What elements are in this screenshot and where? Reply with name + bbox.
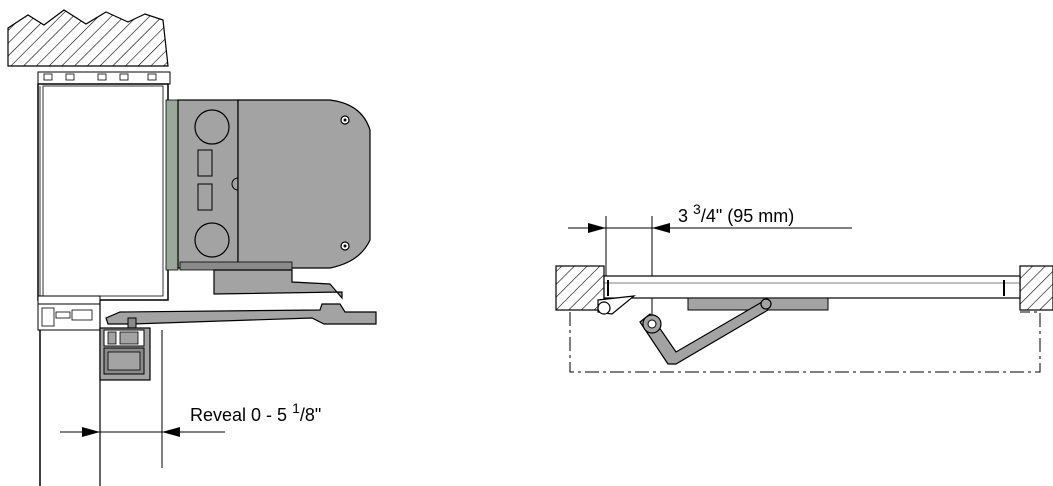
- reveal-label-sup: 1: [292, 400, 300, 416]
- wall-header-hatched: [7, 9, 169, 67]
- operator-arm-plan: [639, 301, 769, 365]
- dimension-label-sup: 3: [693, 201, 701, 217]
- reveal-label-tail: /8": [300, 405, 321, 425]
- mounting-plate: [165, 99, 179, 271]
- operator-outline-dashdot: [569, 311, 1041, 373]
- door-leaf-plan: [603, 275, 1021, 299]
- arrow-head-right: [82, 427, 100, 437]
- reveal-label: Reveal 0 - 5 1/8": [190, 400, 321, 425]
- jamb-right-hatched: [1019, 265, 1053, 311]
- dim-arrow-left: [652, 223, 670, 233]
- jamb-left-hatched: [555, 265, 605, 311]
- arm-shoe: [99, 327, 151, 381]
- operator-arm: [105, 303, 377, 325]
- arrow-head-left: [162, 427, 180, 437]
- header-frame-profile: [37, 83, 169, 301]
- dim-arrow-right: [588, 223, 606, 233]
- dimension-label: 3 3/4" (95 mm): [678, 201, 794, 226]
- left-section-view: Reveal 0 - 5 1/8": [7, 9, 377, 486]
- reveal-label-main: Reveal 0 - 5: [190, 405, 292, 425]
- dimension-label-main: 3: [678, 206, 693, 226]
- operator-body: [177, 99, 371, 271]
- arm-bracket: [213, 269, 343, 300]
- arm-roller-icon: [760, 298, 772, 310]
- right-plan-view: 3 3/4" (95 mm): [555, 201, 1053, 373]
- dimension-label-tail: /4" (95 mm): [701, 206, 794, 226]
- motor-cylinder-bottom: [194, 222, 230, 258]
- motor-cylinder-top: [194, 109, 230, 145]
